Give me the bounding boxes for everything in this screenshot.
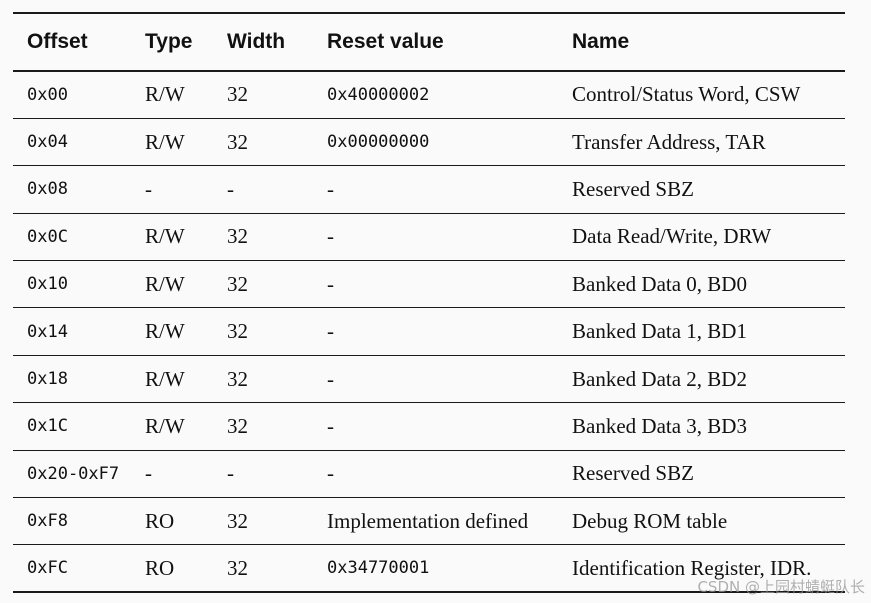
cell-reset-value: - [327,461,334,486]
cell-width: 32 [227,366,248,391]
cell-width: - [227,461,234,486]
table-row: 0x0C R/W 32 - Data Read/Write, DRW [13,213,845,261]
cell-offset: 0x0C [27,226,68,247]
header-name: Name [572,30,630,53]
table-row: 0x1C R/W 32 - Banked Data 3, BD3 [13,403,845,451]
cell-type: RO [145,555,175,580]
cell-type: R/W [145,82,185,107]
cell-reset-value: 0x34770001 [327,558,430,579]
cell-offset: 0x00 [27,84,68,105]
cell-type: R/W [145,224,185,249]
cell-name: Banked Data 3, BD3 [572,413,747,438]
cell-type: R/W [145,129,185,154]
cell-width: 32 [227,319,248,344]
watermark: CSDN @上园村蜻蜓队长 [697,578,865,596]
cell-type: R/W [145,366,185,391]
cell-reset-value: - [327,176,334,201]
table-row: 0x00 R/W 32 0x40000002 Control/Status Word, … [13,71,845,119]
cell-name: Banked Data 0, BD0 [572,271,747,296]
cell-name: Banked Data 1, BD1 [572,319,747,344]
cell-offset: 0x1C [27,416,68,437]
cell-reset-value: 0x40000002 [327,84,430,105]
cell-name: Reserved SBZ [572,176,694,201]
cell-name: Reserved SBZ [572,461,694,486]
cell-width: 32 [227,555,248,580]
cell-offset: 0xF8 [27,511,68,532]
cell-width: 32 [227,271,248,296]
cell-offset: 0xFC [27,558,68,579]
cell-name: Control/Status Word, CSW [572,82,801,107]
cell-reset-value: 0x00000000 [327,132,430,153]
table-row: 0x18 R/W 32 - Banked Data 2, BD2 [13,355,845,403]
cell-type: R/W [145,413,185,438]
cell-type: R/W [145,319,185,344]
cell-reset-value: - [327,366,334,391]
table-row: 0xFC RO 32 0x34770001 Identification Registe… [13,545,845,593]
table-row: 0x20-0xF7 - - - Reserved SBZ [13,450,845,498]
cell-name: Banked Data 2, BD2 [572,366,747,391]
cell-width: 32 [227,82,248,107]
header-width: Width [227,30,286,53]
cell-reset-value: - [327,319,334,344]
header-offset: Offset [27,30,88,53]
cell-type: RO [145,508,175,533]
cell-reset-value: - [327,224,334,249]
table-row: 0x14 R/W 32 - Banked Data 1, BD1 [13,308,845,356]
table-row: 0x04 R/W 32 0x00000000 Transfer Address, TAR [13,118,845,166]
cell-reset-value: - [327,271,334,296]
cell-type: - [145,461,152,486]
cell-width: 32 [227,508,248,533]
cell-width: - [227,176,234,201]
cell-width: 32 [227,129,248,154]
cell-name: Transfer Address, TAR [572,129,766,154]
cell-offset: 0x18 [27,369,68,390]
cell-offset: 0x08 [27,179,68,200]
header-type: Type [145,30,193,53]
table-row: 0x08 - - - Reserved SBZ [13,166,845,214]
cell-type: R/W [145,271,185,296]
cell-offset: 0x10 [27,274,68,295]
table-row: 0x10 R/W 32 - Banked Data 0, BD0 [13,261,845,308]
cell-name: Data Read/Write, DRW [572,224,772,249]
table-header-row: Offset Type Width Reset value Name [13,13,845,71]
header-reset-value: Reset value [327,30,444,53]
cell-width: 32 [227,224,248,249]
cell-width: 32 [227,413,248,438]
cell-offset: 0x20-0xF7 [27,463,120,484]
cell-name: Identification Register, IDR. [572,555,812,580]
table-row: 0xF8 RO 32 Implementation defined Debug ROM … [13,498,845,545]
cell-reset-value: - [327,413,334,438]
cell-name: Debug ROM table [572,508,728,533]
cell-type: - [145,176,152,201]
cell-offset: 0x14 [27,321,68,342]
cell-reset-value: Implementation defined [327,508,529,533]
cell-offset: 0x04 [27,132,68,153]
